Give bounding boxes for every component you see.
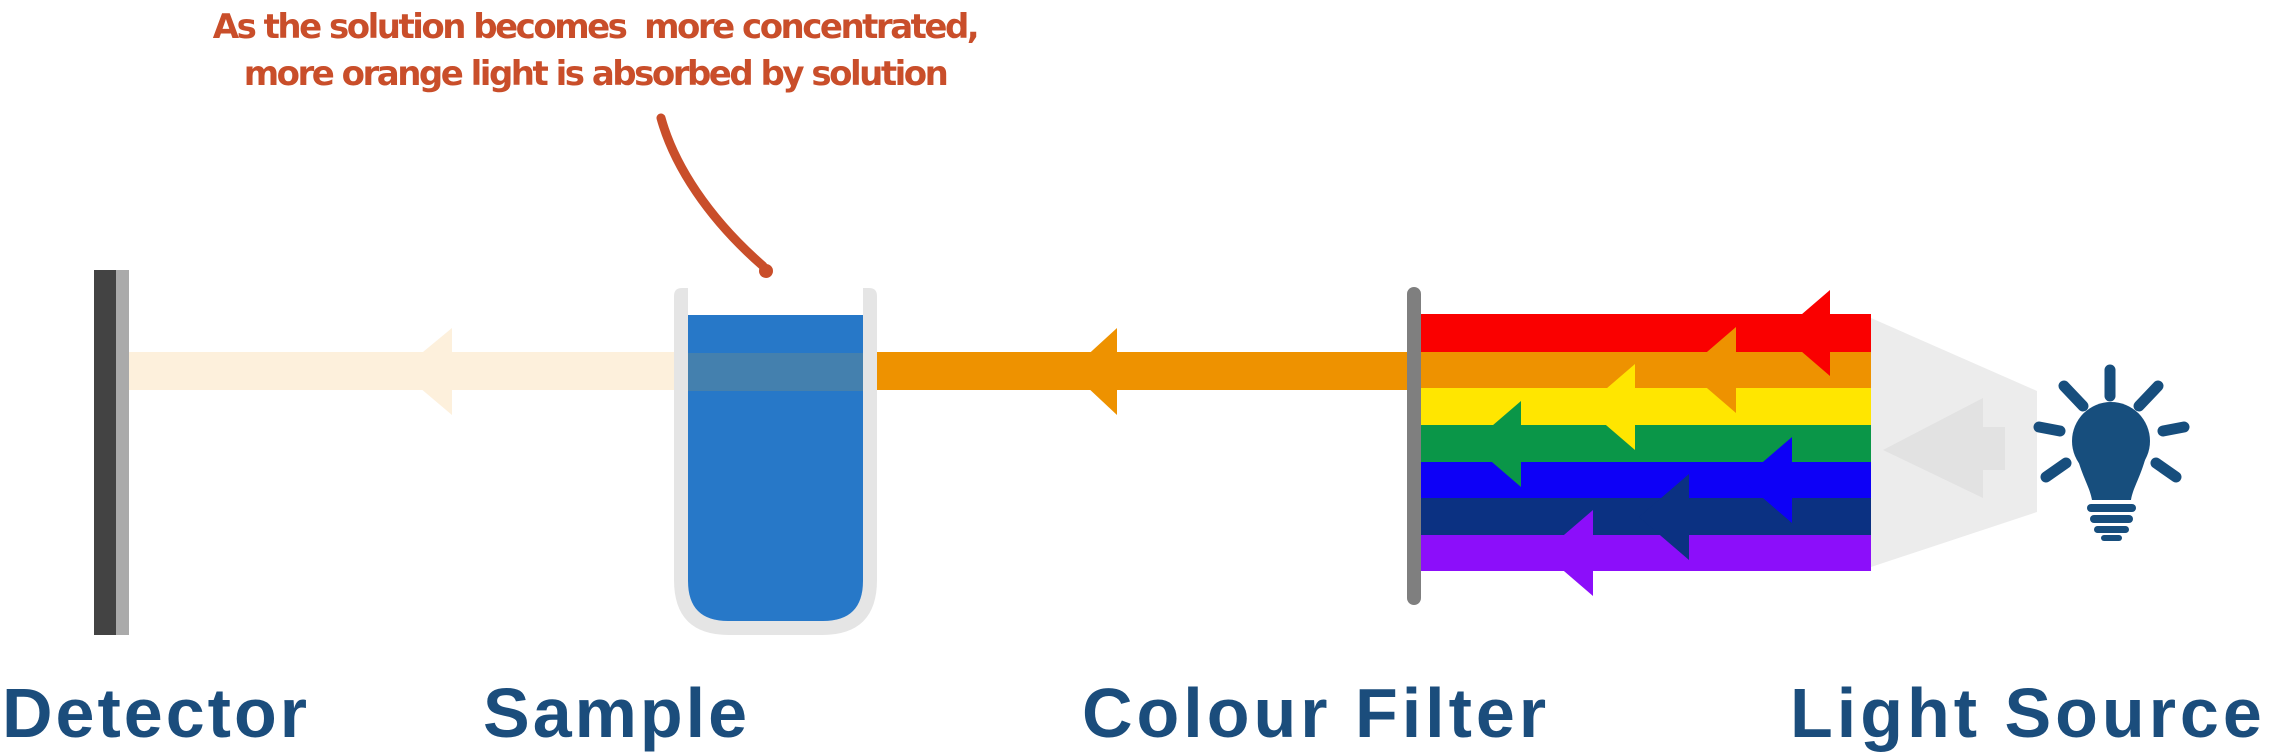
spectrum-band-violet xyxy=(1407,535,1871,571)
spectrum-arrowhead-blue xyxy=(1742,437,1792,523)
label-light-source: Light Source xyxy=(1790,674,2266,752)
bulb-neck xyxy=(2078,460,2145,500)
bulb-thread-2 xyxy=(2090,515,2133,523)
spectrum-arrowhead-orange xyxy=(1686,327,1736,413)
label-sample: Sample xyxy=(483,674,750,752)
bulb-base-tip xyxy=(2101,535,2122,541)
bulb-ray-lower-right xyxy=(2150,457,2182,483)
annotation-line-2: more orange light is absorbed by solutio… xyxy=(243,54,949,94)
sample-solution xyxy=(688,315,863,621)
spectrum-band-blue xyxy=(1407,462,1871,498)
spectrum-arrowhead-violet xyxy=(1543,510,1593,596)
light-bulb-icon xyxy=(2033,364,2190,541)
annotation-text: As the solution becomes more concentrate… xyxy=(0,4,1190,98)
solution-beam-path-band xyxy=(688,353,863,391)
bulb-ray-lower-left xyxy=(2040,457,2072,483)
spectrum-band-yellow xyxy=(1407,388,1871,425)
detector-panel-light xyxy=(116,270,129,635)
spectrum-arrowhead-red xyxy=(1780,290,1830,376)
annotation-leader-line xyxy=(656,113,768,271)
colour-filter-bar xyxy=(1407,287,1421,605)
bulb-rays xyxy=(2033,364,2190,483)
label-colour-filter: Colour Filter xyxy=(1082,674,1551,752)
detector-panel-dark xyxy=(94,270,116,635)
transmitted-beam-arrowhead xyxy=(400,328,452,415)
spectrum-arrowhead-green xyxy=(1471,401,1521,487)
label-detector: Detector xyxy=(2,674,310,752)
spectrum-band-navy xyxy=(1407,498,1871,535)
annotation-leader-dot xyxy=(759,264,773,278)
bulb-ray-upper-right xyxy=(2133,380,2164,412)
annotation-line-1: As the solution becomes more concentrate… xyxy=(212,7,980,47)
bulb-ray-right xyxy=(2157,421,2190,437)
spectrum-arrowhead-yellow xyxy=(1585,364,1635,450)
bulb-thread-3 xyxy=(2094,526,2129,533)
bulb-ray-upper-left xyxy=(2058,380,2089,412)
bulb-thread-1 xyxy=(2087,504,2136,512)
light-cone-arrow xyxy=(1883,398,2005,498)
orange-beam-arrowhead xyxy=(1070,328,1117,415)
bulb-ray-left xyxy=(2033,421,2066,437)
spectrum-arrowhead-navy xyxy=(1639,474,1689,560)
